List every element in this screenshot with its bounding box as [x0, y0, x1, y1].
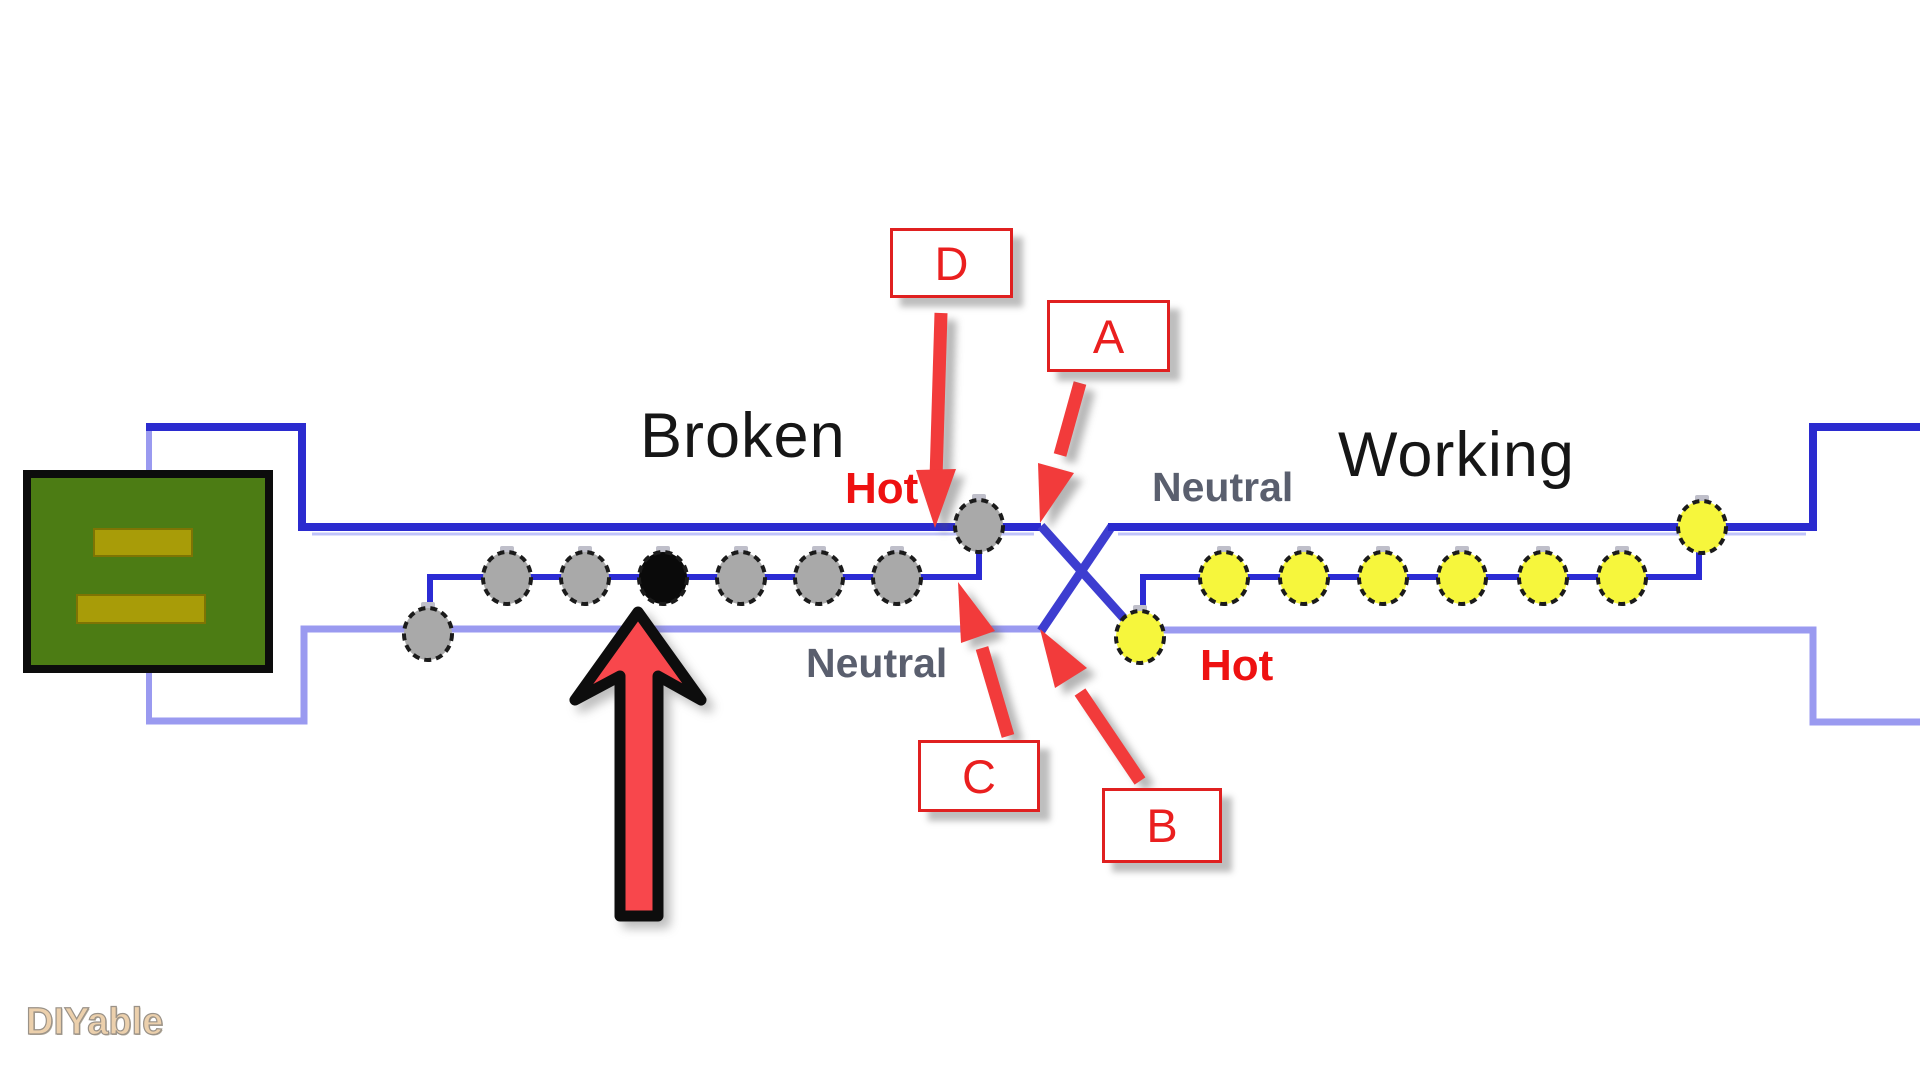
bulb-lit: [1596, 550, 1648, 606]
broken-neutral-wire-label: Neutral: [806, 640, 948, 686]
working-hot-wire-label: Hot: [1200, 641, 1274, 690]
watermark: DIYable: [25, 1000, 164, 1043]
bulb-lit: [1436, 550, 1488, 606]
marker-box-c: C: [918, 740, 1040, 812]
power-plug: [23, 470, 273, 673]
bulb-lit: [1517, 550, 1569, 606]
bulb-unlit: [715, 550, 767, 606]
wire-layer: [146, 423, 1920, 726]
neutral-wire-right: [1108, 423, 1920, 531]
plug-prong: [93, 528, 193, 557]
hot-wire-right: [1162, 626, 1920, 726]
callout-arrows: [916, 312, 1146, 785]
bulb-unlit: [953, 498, 1005, 554]
bulb-lit: [1357, 550, 1409, 606]
arrow-b: [1040, 629, 1146, 785]
plug-prong: [76, 594, 206, 624]
broken-hot-wire-label: Hot: [845, 464, 919, 513]
working-section-label: Working: [1338, 420, 1575, 490]
arrow-d: [916, 312, 956, 528]
crossover-hot-diagonal: [1037, 522, 1141, 637]
marker-box-a: A: [1047, 300, 1170, 372]
bulb-lit: [1114, 609, 1166, 665]
bulb-unlit: [559, 550, 611, 606]
broken-section-label: Broken: [640, 401, 846, 471]
bulb-unlit: [871, 550, 923, 606]
bulb-layer: [402, 494, 1728, 665]
marker-box-d: D: [890, 228, 1013, 298]
neutral-wire-left: [146, 625, 1041, 725]
arrow-a: [1038, 381, 1087, 523]
working-neutral-wire-label: Neutral: [1152, 464, 1294, 510]
bulb-lit: [1198, 550, 1250, 606]
bulb-lit: [1676, 499, 1728, 555]
bulb-unlit: [402, 606, 454, 662]
bulb-burnt: [637, 550, 689, 606]
pointer-arrow: [569, 606, 707, 922]
bulb-unlit: [481, 550, 533, 606]
arrow-c: [958, 582, 1015, 738]
crossover-neutral-diagonal: [1037, 523, 1116, 634]
bulb-lit: [1278, 550, 1330, 606]
hot-wire-left: [146, 423, 1041, 531]
bulb-unlit: [793, 550, 845, 606]
marker-box-b: B: [1102, 788, 1222, 863]
